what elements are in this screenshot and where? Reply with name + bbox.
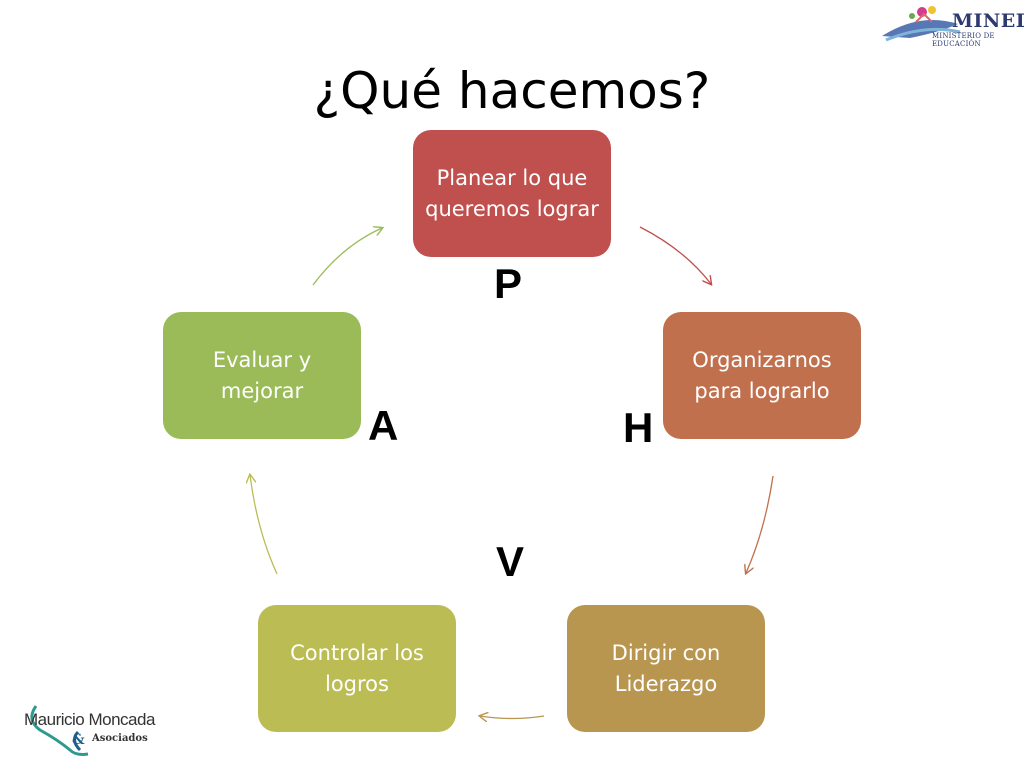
node-planear-text: Planear lo que queremos lograr [425,165,599,221]
node-dirigir: Dirigir con Liderazgo [567,605,765,732]
arrow-organizarnos-to-dirigir [746,475,774,573]
node-evaluar: Evaluar y mejorar [163,312,361,439]
node-planear: Planear lo que queremos lograr [413,130,611,257]
letter-v: V [496,538,525,585]
arrow-evaluar-to-planear [312,228,382,286]
node-organizarnos-text: Organizarnos para lograrlo [692,347,832,403]
letter-a: A [368,402,399,449]
letter-p: P [494,260,523,307]
mauricio-moncada-name: Mauricio Moncada [24,710,155,729]
svg-text:&: & [72,732,85,748]
mined-logo-subtitle: MINISTERIO DE EDUCACIÓN [932,32,995,48]
node-organizarnos: Organizarnos para lograrlo [663,312,861,439]
arrow-controlar-to-evaluar [250,475,278,575]
node-dirigir-text: Dirigir con Liderazgo [611,640,721,696]
mauricio-moncada-subtitle: Asociados [92,733,148,744]
page-title: ¿Qué hacemos? [313,62,711,120]
node-evaluar-text: Evaluar y mejorar [212,347,312,403]
arrow-planear-to-organizarnos [639,226,711,284]
mauricio-moncada-logo-icon: & [30,705,89,756]
arrow-dirigir-to-controlar [480,716,545,719]
node-controlar-text: Controlar los logros [290,640,424,696]
letter-h: H [623,404,654,451]
mined-logo-icon [882,6,961,42]
node-controlar: Controlar los logros [258,605,456,732]
mined-logo-word: MINED [952,10,1024,32]
